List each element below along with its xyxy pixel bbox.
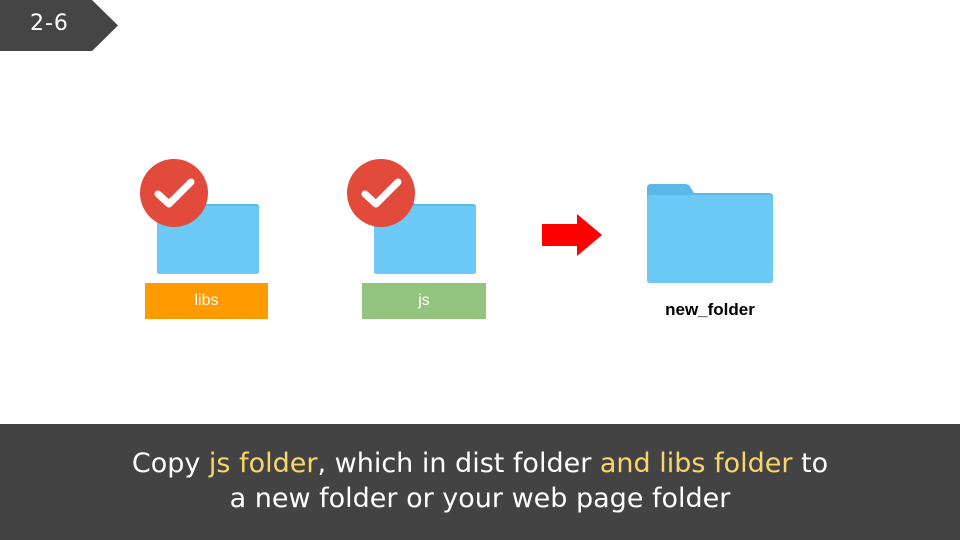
caption-bar xyxy=(0,424,960,540)
caption-line-1: Copy js folder, which in dist folder and… xyxy=(0,446,960,481)
caption-line-2: a new folder or your web page folder xyxy=(229,483,731,514)
check-circle-icon xyxy=(140,159,208,227)
caption-highlight-libs: and libs folder xyxy=(599,448,793,479)
step-number: 2-6 xyxy=(30,11,69,36)
caption-highlight-js: js folder xyxy=(208,448,318,479)
caption-text: Copy js folder, which in dist folder and… xyxy=(0,446,960,516)
folder-label-js: js xyxy=(362,283,486,319)
step-badge xyxy=(0,0,118,51)
caption-part2: , which in dist folder xyxy=(317,448,600,479)
folder-label-libs: libs xyxy=(145,283,268,319)
check-circle-icon xyxy=(347,159,415,227)
caption-part3: to xyxy=(792,448,829,479)
new-folder-label: new_folder xyxy=(665,300,755,319)
arrow-right-icon xyxy=(542,214,602,256)
caption-part1: Copy xyxy=(131,448,209,479)
folder-icon xyxy=(647,184,773,283)
